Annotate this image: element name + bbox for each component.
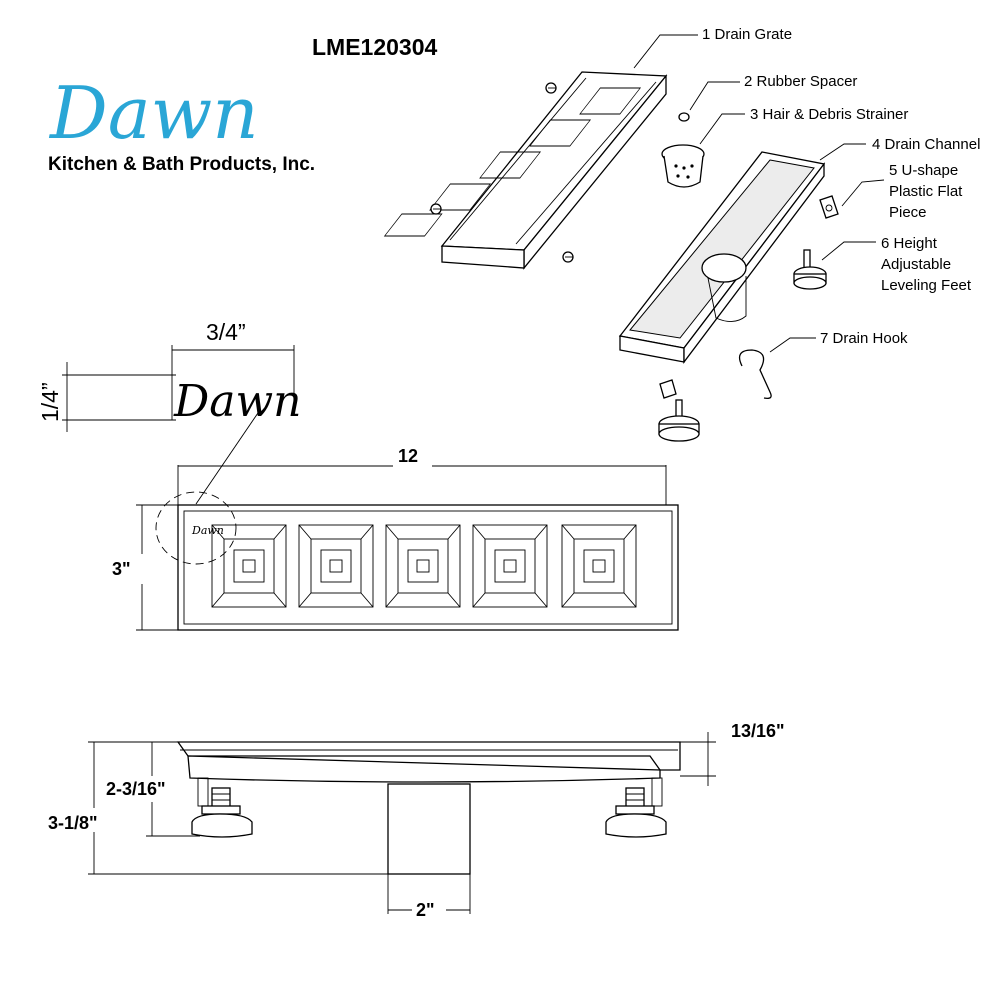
part-leader-lines [633,34,885,353]
grate-tile-pattern [211,524,637,608]
logo-detail: Dawn 3/4” 1/4” [37,319,302,432]
side-left-foot [191,777,253,838]
max-height-dim: 3-1/8" [48,813,98,833]
part-label-drain-channel: 4 Drain Channel [872,136,980,153]
part-label-u-shape-line1: 5 U-shape [889,162,958,179]
part-label-feet-line1: 6 Height [881,235,938,252]
part-label-drain-grate: 1 Drain Grate [702,26,792,43]
min-height-dim: 2-3/16" [106,779,166,799]
part-label-strainer: 3 Hair & Debris Strainer [750,106,908,123]
top-view-length: 12 [398,446,418,466]
part-label-drain-hook: 7 Drain Hook [820,330,908,347]
part-label-feet-line3: Leveling Feet [881,277,972,294]
u-shape-piece-illustration [659,195,839,399]
top-view: 12 3" Dawn [112,409,679,631]
rubber-spacer-illustration [678,112,690,122]
screw-icon [430,82,574,263]
side-right-foot [605,777,667,838]
logo-width-dim: 3/4” [206,319,246,345]
drain-channel-illustration [618,151,826,364]
hair-strainer-illustration [661,144,705,188]
part-label-u-shape-line2: Plastic Flat [889,183,963,200]
logo-detail-text: Dawn [173,376,302,427]
company-name: Kitchen & Bath Products, Inc. [48,154,315,175]
part-label-rubber-spacer: 2 Rubber Spacer [744,73,857,90]
top-view-width: 3" [112,559,131,579]
part-label-feet-line2: Adjustable [881,256,951,273]
leveling-foot-illustration [658,249,827,442]
model-number: LME120304 [312,34,438,60]
part-label-u-shape-line3: Piece [889,204,927,221]
logo-height-dim: 1/4” [37,382,63,422]
side-view: 13/16" 2-3/16" 3-1/8" 2" [48,721,785,920]
channel-depth-dim: 13/16" [731,721,785,741]
brand-logo: Dawn [48,71,259,155]
outlet-width-dim: 2" [416,900,435,920]
grate-slot-pattern [383,87,642,237]
drain-grate-illustration [383,71,668,270]
drain-hook-illustration [738,349,772,400]
grate-logo-text: Dawn [191,524,224,537]
